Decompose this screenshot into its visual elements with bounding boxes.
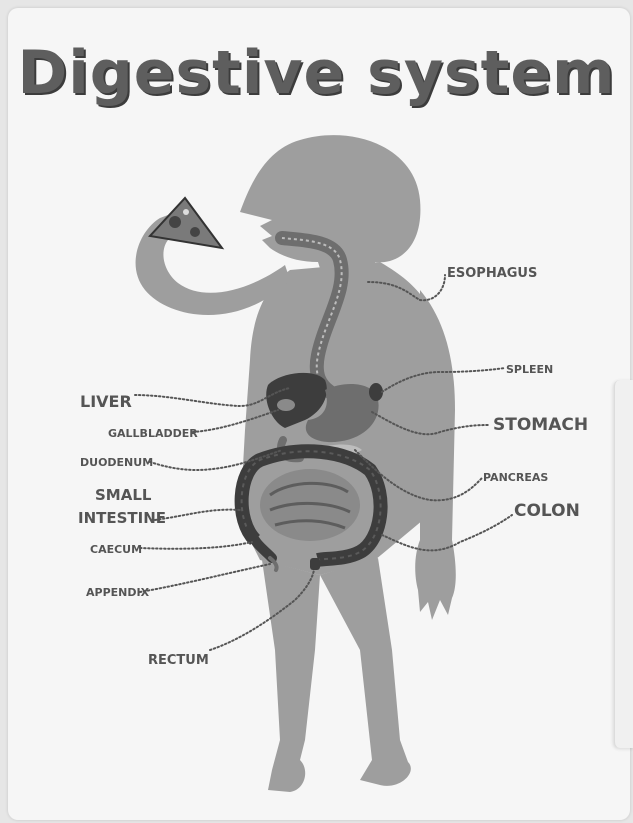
small-intestine-shape <box>260 469 360 541</box>
label-duodenum: DUODENUM <box>80 456 153 469</box>
label-spleen: SPLEEN <box>506 363 553 376</box>
label-appendix: APPENDIX <box>86 586 150 599</box>
label-pancreas: PANCREAS <box>483 471 548 484</box>
label-colon: COLON <box>514 501 580 521</box>
label-gallbladder: GALLBLADDER <box>108 427 198 440</box>
label-small-intestine-line2: INTESTINE <box>78 509 166 527</box>
label-caecum: CAECUM <box>90 543 142 556</box>
gallbladder-shape <box>277 399 295 411</box>
label-stomach: STOMACH <box>493 415 588 435</box>
label-esophagus: ESOPHAGUS <box>447 266 537 281</box>
rectum-shape <box>310 558 320 570</box>
label-rectum: RECTUM <box>148 653 209 668</box>
spleen-shape <box>369 383 383 401</box>
label-small-intestine-line1: SMALL <box>95 486 152 504</box>
label-liver: LIVER <box>80 392 132 411</box>
